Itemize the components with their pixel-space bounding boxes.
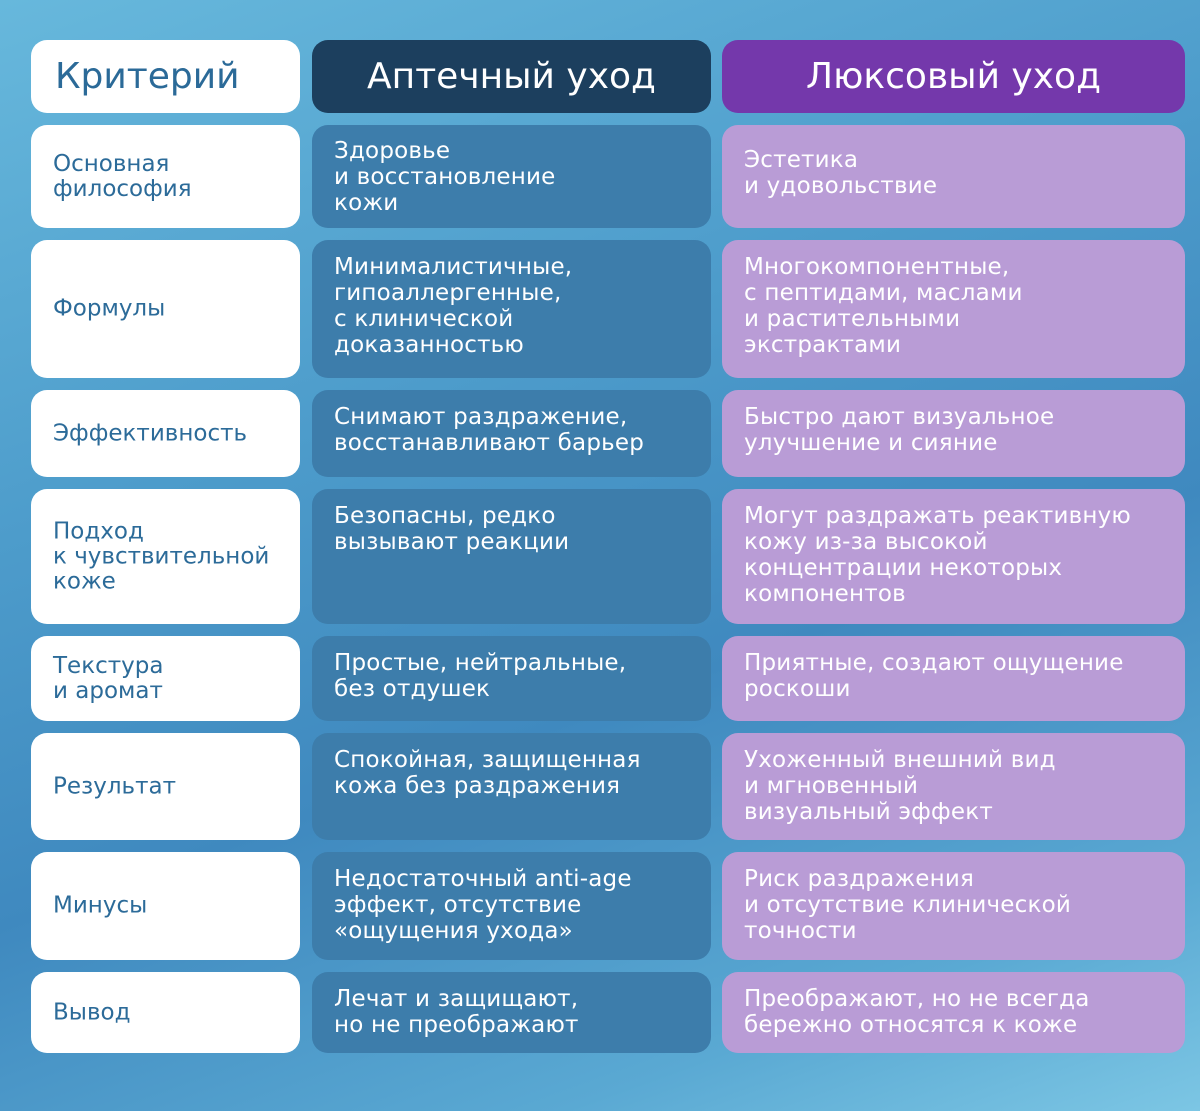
luxury-cell: Риск раздражения и отсутствие клиническо… [722, 852, 1185, 960]
header-pharmacy: Аптечный уход [312, 40, 711, 113]
pharmacy-cell: Минималистичные, гипоаллергенные, с клин… [312, 240, 711, 378]
luxury-value: Быстро дают визуальное улучшение и сияни… [744, 404, 1055, 456]
pharmacy-value: Лечат и защищают, но не преображают [334, 986, 579, 1038]
criterion-label: Основная философия [53, 150, 192, 202]
pharmacy-cell: Безопасны, редко вызывают реакции [312, 489, 711, 624]
criterion-label: Результат [53, 773, 177, 799]
criterion-label: Вывод [53, 999, 131, 1025]
pharmacy-value: Простые, нейтральные, без отдушек [334, 650, 627, 702]
luxury-cell: Преображают, но не всегда бережно относя… [722, 972, 1185, 1053]
luxury-cell: Быстро дают визуальное улучшение и сияни… [722, 390, 1185, 477]
pharmacy-value: Недостаточный anti-age эффект, отсутстви… [334, 866, 632, 944]
luxury-value: Многокомпонентные, с пептидами, маслами … [744, 254, 1023, 358]
criterion-cell: Текстура и аромат [31, 636, 300, 721]
criterion-cell: Эффективность [31, 390, 300, 477]
pharmacy-value: Спокойная, защищенная кожа без раздражен… [334, 747, 641, 799]
luxury-cell: Многокомпонентные, с пептидами, маслами … [722, 240, 1185, 378]
luxury-value: Могут раздражать реактивную кожу из-за в… [744, 503, 1131, 607]
criterion-label: Текстура и аромат [53, 652, 164, 704]
luxury-value: Эстетика и удовольствие [744, 147, 938, 199]
luxury-value: Ухоженный внешний вид и мгновенный визуа… [744, 747, 1056, 825]
pharmacy-value: Безопасны, редко вызывают реакции [334, 503, 570, 555]
pharmacy-cell: Недостаточный anti-age эффект, отсутстви… [312, 852, 711, 960]
criterion-cell: Результат [31, 733, 300, 840]
header-criterion-label: Критерий [55, 55, 240, 97]
luxury-cell: Ухоженный внешний вид и мгновенный визуа… [722, 733, 1185, 840]
pharmacy-cell: Здоровье и восстановление кожи [312, 125, 711, 228]
header-luxury-label: Люксовый уход [806, 55, 1101, 97]
luxury-cell: Эстетика и удовольствие [722, 125, 1185, 228]
pharmacy-cell: Простые, нейтральные, без отдушек [312, 636, 711, 721]
luxury-value: Преображают, но не всегда бережно относя… [744, 986, 1090, 1038]
criterion-label: Минусы [53, 892, 148, 919]
header-criterion: Критерий [31, 40, 300, 113]
pharmacy-cell: Спокойная, защищенная кожа без раздражен… [312, 733, 711, 840]
header-pharmacy-label: Аптечный уход [367, 55, 656, 97]
criterion-label: Эффективность [53, 420, 248, 446]
pharmacy-value: Снимают раздражение, восстанавливают бар… [334, 404, 645, 456]
pharmacy-value: Минималистичные, гипоаллергенные, с клин… [334, 254, 573, 358]
luxury-cell: Приятные, создают ощущение роскоши [722, 636, 1185, 721]
criterion-cell: Вывод [31, 972, 300, 1053]
criterion-label: Подход к чувствительной коже [53, 518, 270, 594]
criterion-cell: Формулы [31, 240, 300, 378]
criterion-label: Формулы [53, 295, 166, 322]
criterion-cell: Основная философия [31, 125, 300, 228]
header-luxury: Люксовый уход [722, 40, 1185, 113]
pharmacy-cell: Снимают раздражение, восстанавливают бар… [312, 390, 711, 477]
criterion-cell: Подход к чувствительной коже [31, 489, 300, 624]
luxury-cell: Могут раздражать реактивную кожу из-за в… [722, 489, 1185, 624]
criterion-cell: Минусы [31, 852, 300, 960]
luxury-value: Приятные, создают ощущение роскоши [744, 650, 1124, 702]
pharmacy-value: Здоровье и восстановление кожи [334, 138, 556, 216]
luxury-value: Риск раздражения и отсутствие клиническо… [744, 866, 1072, 944]
pharmacy-cell: Лечат и защищают, но не преображают [312, 972, 711, 1053]
